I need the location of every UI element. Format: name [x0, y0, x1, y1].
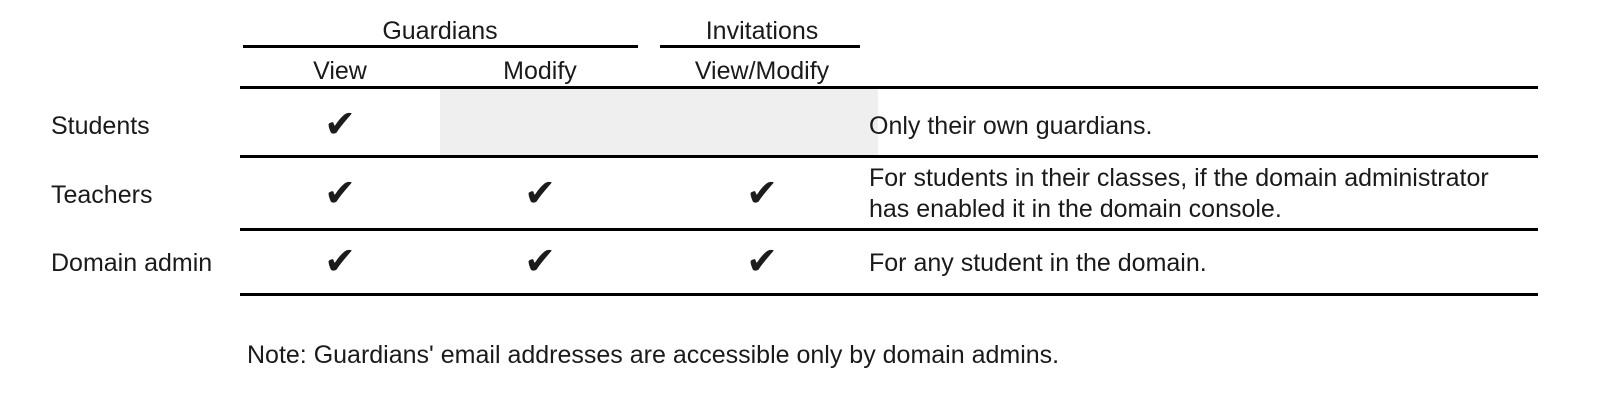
- column-group-header-guardians: Guardians: [382, 17, 498, 45]
- domain-admin-invitations-viewmodify-check-icon: ✔: [746, 239, 778, 283]
- teachers-guardians-view-check-icon: ✔: [324, 171, 356, 215]
- row-label-students: Students: [51, 112, 150, 140]
- table-bottom-rule: [240, 293, 1538, 296]
- column-header-modify: Modify: [503, 57, 577, 85]
- domain-admin-description: For any student in the domain.: [869, 249, 1207, 277]
- column-group-header-invitations: Invitations: [705, 17, 819, 45]
- teachers-guardians-modify-check-icon: ✔: [524, 171, 556, 215]
- teachers-description: For students in their classes, if the do…: [869, 164, 1489, 223]
- table-note: Note: Guardians' email addresses are acc…: [247, 341, 1060, 369]
- header-bottom-rule: [240, 86, 1538, 89]
- guardians-group-rule: [243, 45, 638, 48]
- column-header-view-modify: View/Modify: [694, 57, 830, 85]
- invitations-group-rule: [660, 45, 860, 48]
- teachers-row-bottom-rule: [240, 228, 1538, 231]
- row-label-domain-admin: Domain admin: [51, 249, 213, 277]
- students-guardians-view-check-icon: ✔: [324, 102, 356, 146]
- students-disabled-cells-shading: [440, 89, 878, 155]
- column-header-view: View: [313, 57, 367, 85]
- domain-admin-guardians-view-check-icon: ✔: [324, 239, 356, 283]
- students-description: Only their own guardians.: [869, 112, 1153, 140]
- students-row-bottom-rule: [240, 155, 1538, 158]
- row-label-teachers: Teachers: [51, 181, 153, 209]
- domain-admin-guardians-modify-check-icon: ✔: [524, 239, 556, 283]
- teachers-invitations-viewmodify-check-icon: ✔: [746, 171, 778, 215]
